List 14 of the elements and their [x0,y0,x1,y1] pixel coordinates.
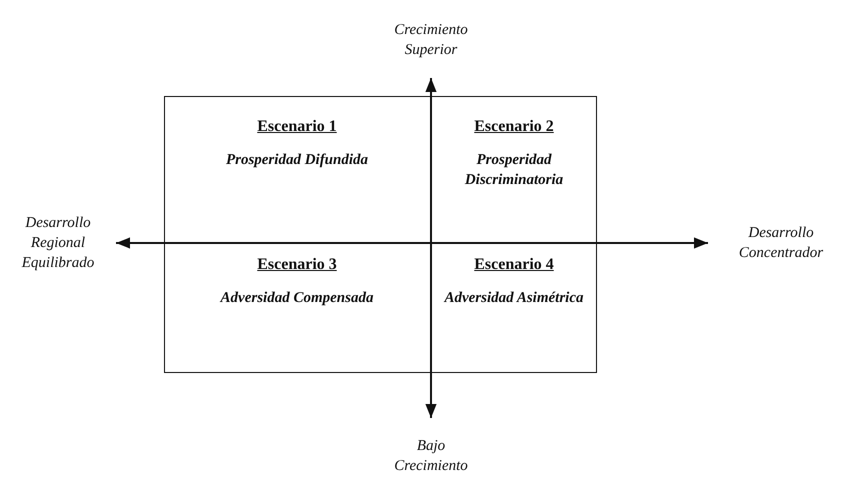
scenario-heading: Escenario 2 [473,118,555,136]
scenario-name: Prosperidad Difundida [224,151,370,170]
scenario-name: Adversidad Compensada [218,289,374,308]
scenario-heading: Escenario 1 [256,118,338,136]
scenario-name: Prosperidad Discriminatoria [464,151,564,190]
scenario-heading: Escenario 4 [473,256,555,274]
scenario-heading: Escenario 3 [256,256,338,274]
axis-label: Desarrollo Concentrador [738,224,824,263]
axis-arrow [425,78,437,418]
axis-label: Crecimiento Superior [393,21,469,60]
axis-label: Desarrollo Regional Equilibrado [20,214,96,273]
axis-label: Bajo Crecimiento [393,437,469,476]
scenario-name: Adversidad Asimétrica [442,289,585,308]
axis-arrow [116,237,708,249]
